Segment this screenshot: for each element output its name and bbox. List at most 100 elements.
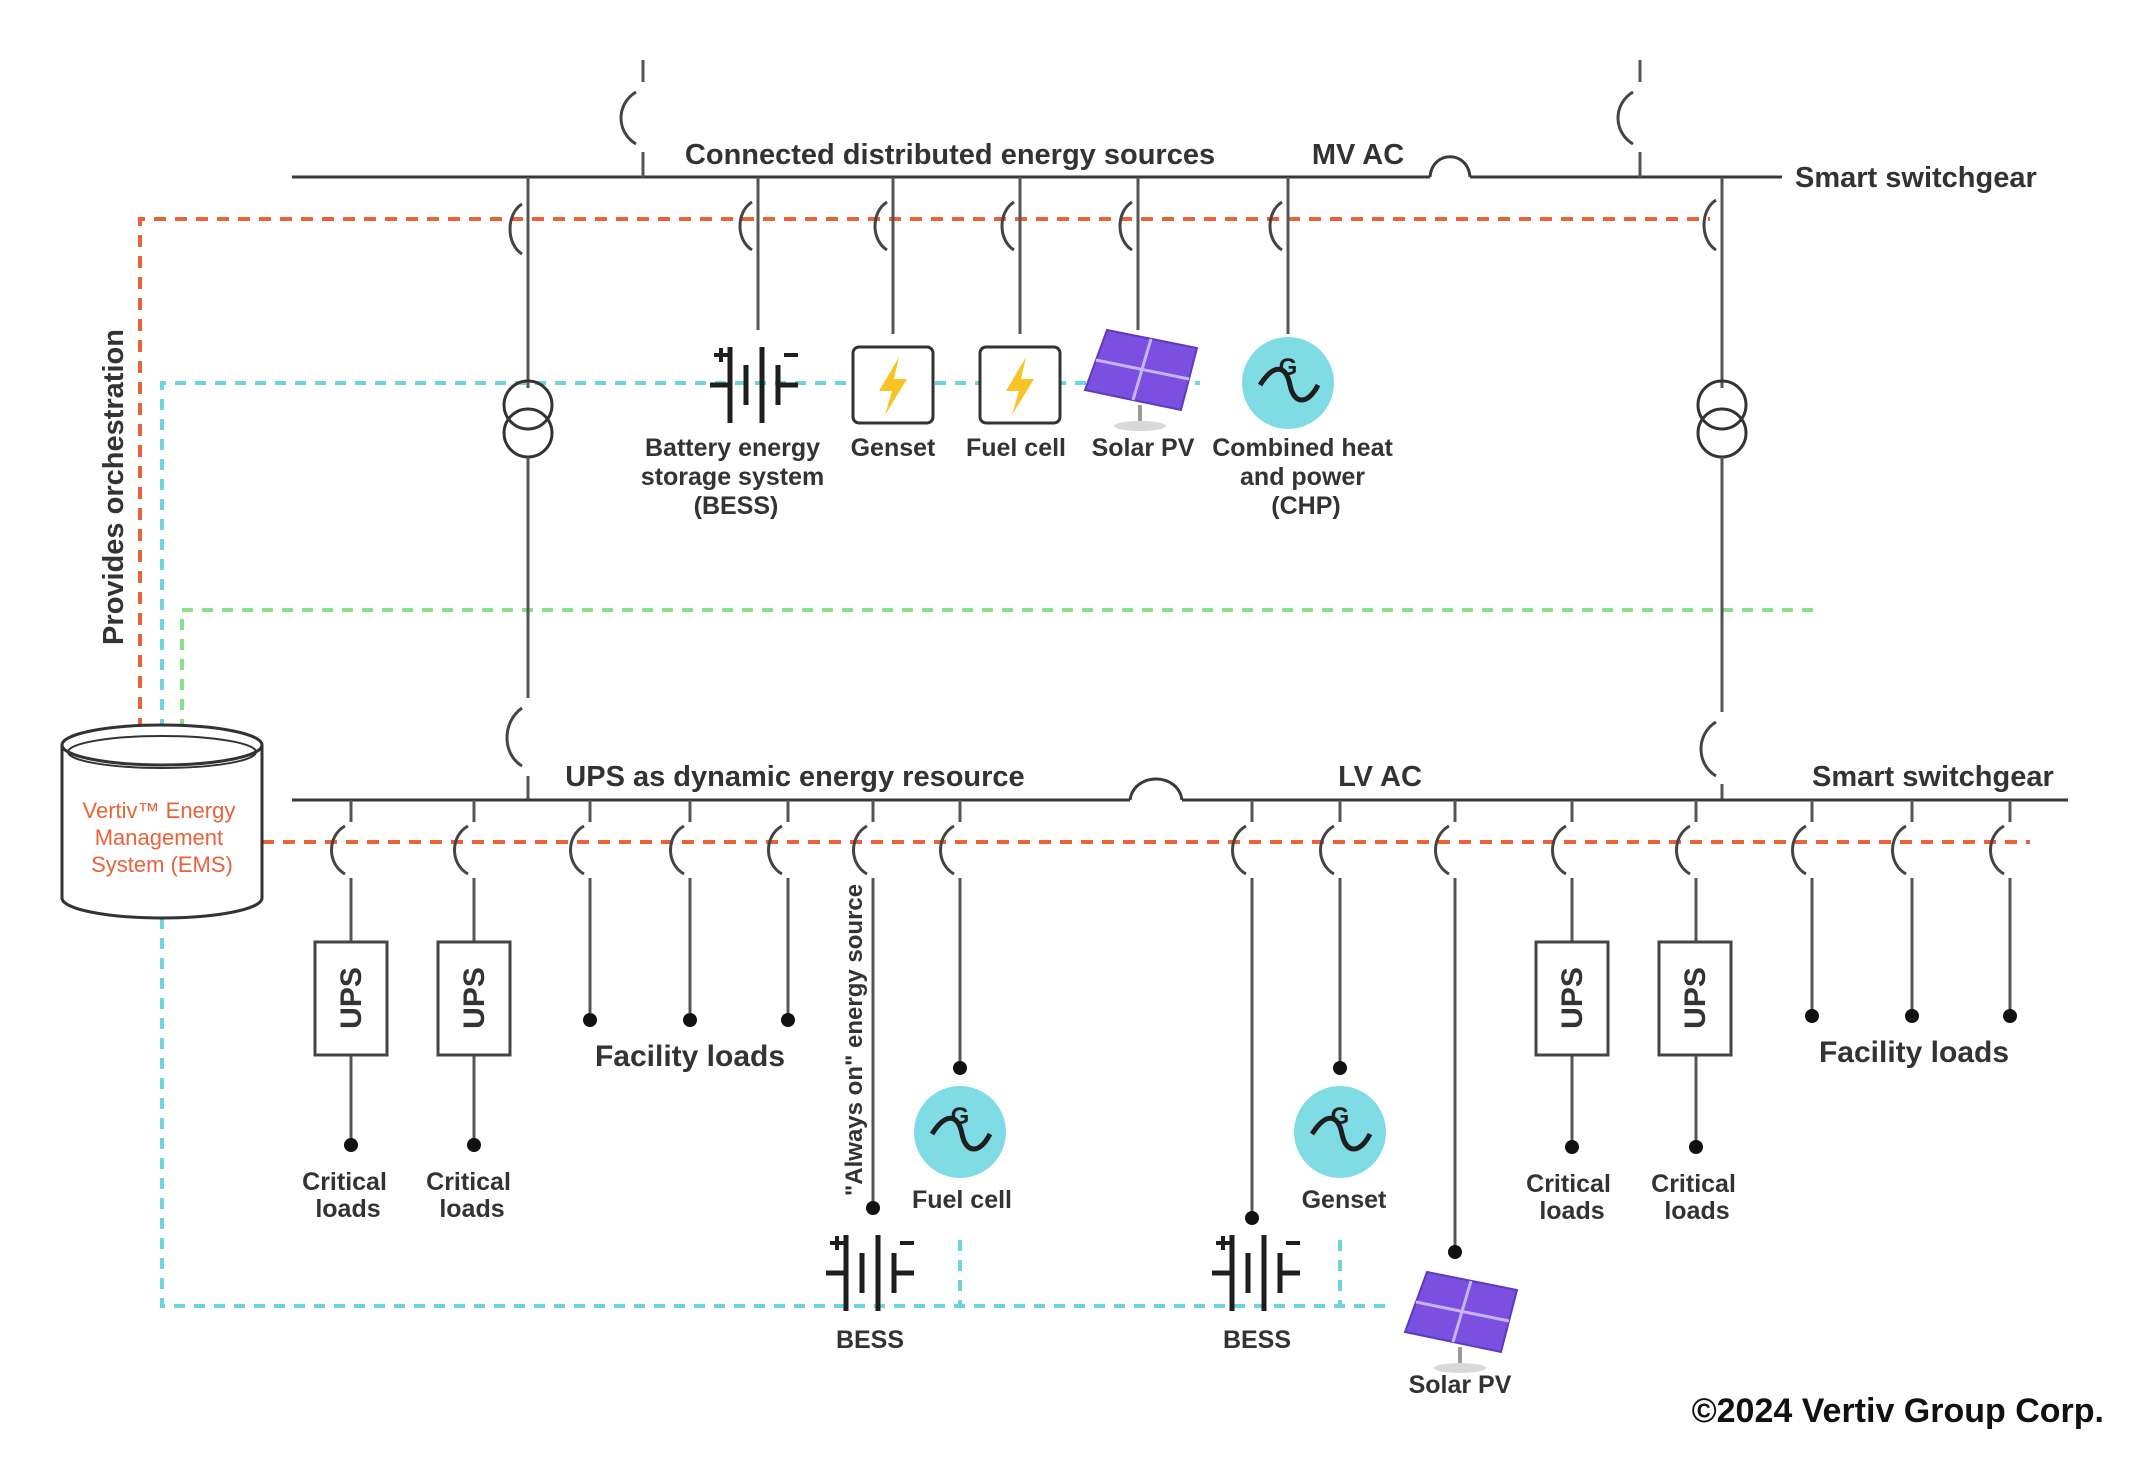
lv-branches [330, 800, 2017, 1259]
critical-load-terminal-1 [344, 1138, 358, 1152]
mv-bess-label-line-2: storage system [641, 463, 824, 491]
left-transformer-icon [502, 379, 554, 431]
mv-incoming-breaker-right[interactable] [1616, 90, 1634, 146]
mv-chp-generator-icon [1242, 337, 1334, 429]
left-transformer-icon-secondary [502, 407, 554, 459]
facility-load-5-terminal [1905, 1009, 1919, 1023]
genset-feed-terminal [1333, 1061, 1347, 1075]
mv-bess-battery-icon [710, 347, 798, 423]
facility-load-4-breaker[interactable] [1791, 824, 1807, 876]
facility-load-2-terminal [683, 1013, 697, 1027]
facility-load-5-breaker[interactable] [1891, 824, 1907, 876]
mv-bus-label: MV AC [1312, 139, 1404, 171]
ems-orchestration-link-mv [138, 217, 1710, 730]
right-lv-breaker[interactable] [1699, 720, 1717, 778]
facility-loads-label-left: Facility loads [595, 1040, 785, 1073]
critical-loads-1-line-1: Critical [302, 1168, 387, 1196]
mv-genset-bolt-icon [851, 345, 935, 425]
ups-label-3: UPS [1556, 967, 1589, 1029]
ups-unit-3[interactable]: UPS [1534, 940, 1610, 1057]
bess-feed-breaker[interactable] [1231, 824, 1247, 876]
facility-load-6-terminal [2003, 1009, 2017, 1023]
facility-load-1-breaker[interactable] [569, 824, 585, 876]
mv-fuel-cell-label: Fuel cell [966, 434, 1066, 462]
lv-fuel-cell-generator-icon [914, 1086, 1006, 1178]
critical-load-terminal-2 [467, 1138, 481, 1152]
critical-loads-3-line-2: loads [1539, 1197, 1604, 1225]
ups-label-2: UPS [458, 967, 491, 1029]
mv-bess-label-line-3: (BESS) [694, 492, 779, 520]
mv-bess-breaker[interactable] [738, 200, 753, 252]
lv-switchgear-label: Smart switchgear [1812, 761, 2054, 793]
ups-feed-3-breaker[interactable] [1551, 824, 1567, 876]
ups-feed-4-breaker[interactable] [1675, 824, 1691, 876]
mv-chp-label-line-2: and power [1240, 463, 1365, 491]
critical-loads-2-line-2: loads [439, 1195, 504, 1223]
ems-label-line-3: System (EMS) [91, 852, 233, 877]
lv-bus-label: LV AC [1338, 761, 1422, 793]
mv-switchgear-label: Smart switchgear [1795, 162, 2037, 194]
left-lv-breaker[interactable] [505, 706, 523, 768]
facility-load-3-breaker[interactable] [767, 824, 783, 876]
always-on-bess-feed-terminal [866, 1201, 880, 1215]
mv-fuel-cell-breaker[interactable] [1000, 200, 1015, 252]
critical-loads-4-line-2: loads [1664, 1197, 1729, 1225]
critical-loads-label-2: Critical loads [426, 1168, 518, 1223]
facility-loads-label-right: Facility loads [1819, 1036, 2009, 1069]
solar-feed-breaker[interactable] [1434, 824, 1450, 876]
copyright: ©2024 Vertiv Group Corp. [1692, 1392, 2104, 1430]
mv-genset-breaker[interactable] [873, 200, 888, 252]
lv-bess-battery-icon-right [1212, 1235, 1300, 1311]
facility-load-3-terminal [781, 1013, 795, 1027]
ems-label-line-1: Vertiv™ Energy [83, 798, 236, 823]
critical-load-terminal-4 [1689, 1140, 1703, 1154]
critical-load-terminal-3 [1565, 1140, 1579, 1154]
genset-feed-breaker[interactable] [1319, 824, 1335, 876]
solar-feed-terminal [1448, 1245, 1462, 1259]
lv-bus-crossover [1128, 777, 1184, 801]
mv-solar-label: Solar PV [1092, 434, 1195, 462]
ups-unit-2[interactable]: UPS [436, 940, 512, 1057]
lv-solar-label: Solar PV [1409, 1371, 1512, 1399]
mv-incoming-breaker-left[interactable] [619, 90, 637, 146]
critical-loads-3-line-1: Critical [1526, 1170, 1611, 1198]
mv-monitor-link [160, 381, 1200, 730]
critical-loads-label-1: Critical loads [302, 1168, 394, 1223]
mv-solar-panel-icon [1083, 328, 1199, 433]
ems-database[interactable]: Vertiv™ Energy Management System (EMS) [60, 723, 264, 920]
facility-load-6-breaker[interactable] [1989, 824, 2005, 876]
critical-loads-1-line-2: loads [315, 1195, 380, 1223]
mv-title: Connected distributed energy sources [685, 139, 1215, 171]
facility-load-1-terminal [583, 1013, 597, 1027]
ups-unit-1[interactable]: UPS [313, 940, 389, 1057]
ups-feed-2-breaker[interactable] [453, 824, 469, 876]
lv-solar-panel-icon [1403, 1270, 1519, 1375]
ups-feed-1-breaker[interactable] [330, 824, 346, 876]
svg-text:G: G [1279, 354, 1298, 381]
right-mv-breaker[interactable] [1702, 198, 1717, 252]
mv-chp-breaker[interactable] [1268, 200, 1283, 252]
switchgear-monitor-link [180, 608, 1815, 730]
lv-genset-label: Genset [1302, 1186, 1387, 1214]
right-transformer-icon-secondary [1696, 407, 1748, 459]
mv-genset-label: Genset [851, 434, 936, 462]
critical-loads-4-line-1: Critical [1651, 1170, 1736, 1198]
critical-loads-2-line-1: Critical [426, 1168, 511, 1196]
facility-load-2-breaker[interactable] [669, 824, 685, 876]
mv-chp-label-line-1: Combined heat [1212, 434, 1393, 462]
lv-bess-label-right: BESS [1223, 1326, 1291, 1354]
always-on-bess-feed-breaker[interactable] [852, 824, 868, 876]
lv-bess-battery-icon-left [826, 1235, 914, 1311]
orchestration-label: Provides orchestration [98, 329, 130, 645]
ups-unit-4[interactable]: UPS [1657, 940, 1733, 1057]
left-mv-breaker[interactable] [508, 202, 523, 256]
ems-label: Vertiv™ Energy Management System (EMS) [83, 798, 242, 877]
mv-solar-breaker[interactable] [1118, 200, 1133, 252]
right-transformer-icon [1696, 379, 1748, 431]
mv-bess-label: Battery energy storage system (BESS) [641, 434, 831, 520]
ems-label-line-2: Management [95, 825, 223, 850]
mv-chp-label-line-3: (CHP) [1271, 492, 1340, 520]
facility-load-4-terminal [1805, 1009, 1819, 1023]
fuel-cell-feed-breaker[interactable] [939, 824, 955, 876]
